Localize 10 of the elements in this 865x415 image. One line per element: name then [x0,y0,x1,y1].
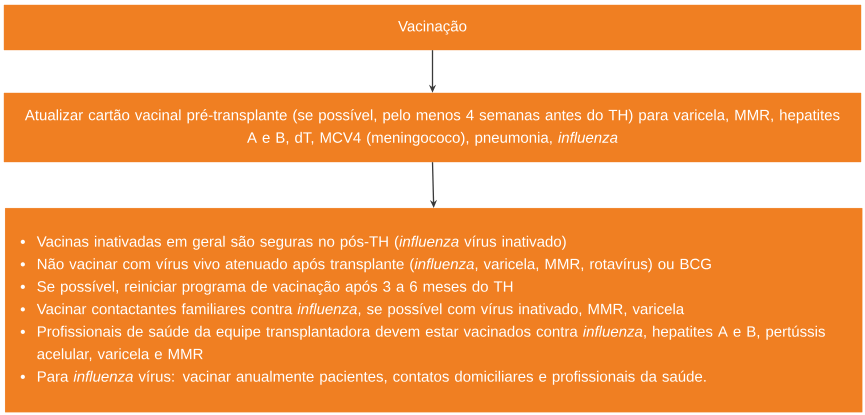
title-box [4,4,862,50]
bullet-item: Se possível, reiniciar programa de vacinação após 3 a 6 meses do TH [20,280,512,295]
box-text: Atualizar cartão vacinal pré-transplante (se possível, pelo menos 4 semanas antes do TH) para varicela, MMR, hepatites A e B, dT, MCV4 (meningococo), pneumonia, influenza [24,109,840,146]
box-text: Vacinação [398,20,466,35]
process-box [4,92,862,162]
bullet-box [5,208,862,412]
bullet-item: Vacinar contactantes familiares contra influenza, se possível com vírus inativado, MMR, varicela [20,303,684,318]
bullet-item: Para influenza vírus: vacinar anualmente pacientes, contatos domiciliares e profissionais da saúde. [20,370,706,385]
bullet-item: Não vacinar com vírus vivo atenuado após transplante (influenza, varicela, MMR, rotavírus) ou BCG [20,258,711,272]
bullet-item: Vacinas inativadas em geral são seguras no pós-TH (influenza vírus inativado) [20,236,566,250]
